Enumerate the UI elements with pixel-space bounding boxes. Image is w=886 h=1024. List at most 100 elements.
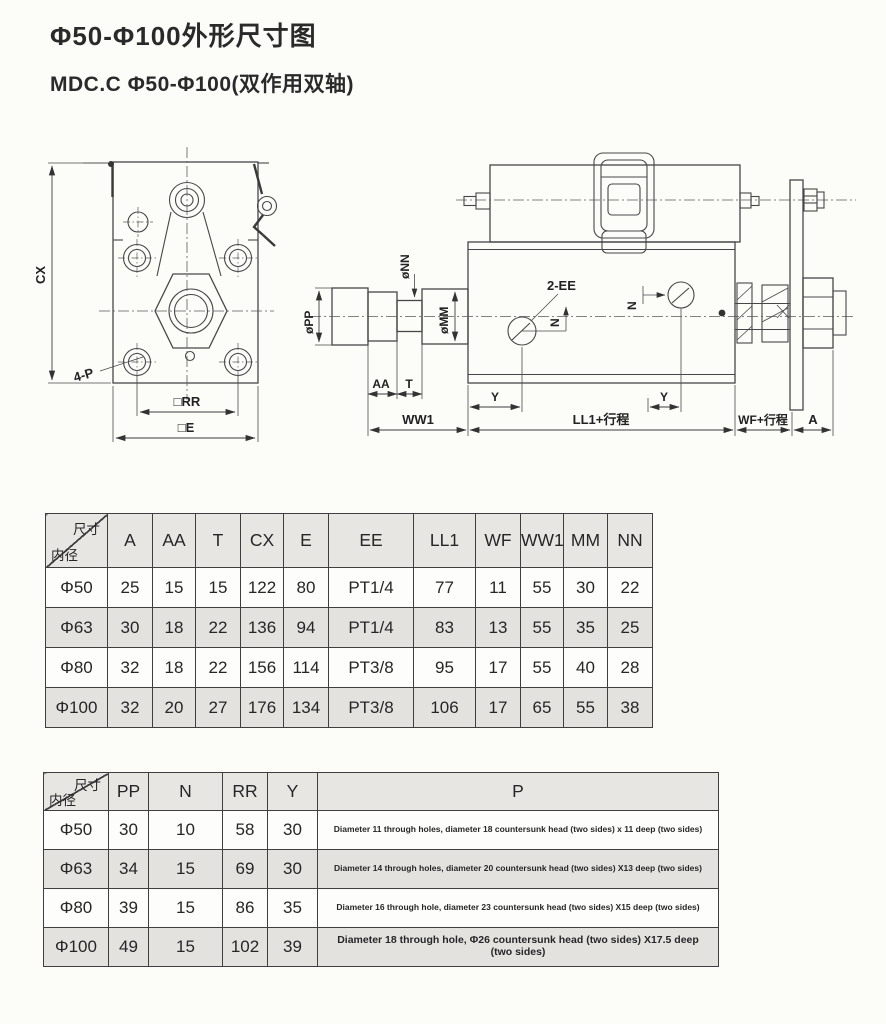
table-cell: PT1/4 (328, 567, 414, 608)
table-cell: 18 (152, 647, 196, 688)
rear-rod-assembly (735, 179, 847, 411)
table-cell: 35 (267, 888, 318, 928)
left-bolt (463, 192, 491, 210)
row-label: Φ100 (45, 687, 108, 728)
table-cell: 32 (107, 687, 153, 728)
table-cell: PT3/8 (328, 647, 414, 688)
table-cell: 15 (148, 849, 223, 889)
row-label: Φ100 (43, 927, 109, 967)
column-header: RR (222, 772, 268, 811)
clamp-arm (156, 181, 222, 277)
table-row: Φ63 34 15 69 30 Diameter 14 through hole… (43, 849, 719, 889)
table-cell: 30 (267, 849, 318, 889)
dimension-drawings: CX 4-P □RR □E (33, 147, 856, 442)
table-cell: 176 (240, 687, 284, 728)
dimension-table-mounting: 尺寸 内径 PP N RR Y P Φ50 30 10 58 30 Diamet… (43, 772, 719, 967)
table-cell: 58 (222, 810, 268, 850)
dimension-table-main: 尺寸 内径 A AA T CX E EE LL1 WF WW1 MM NN Φ5… (45, 513, 653, 728)
dim-label-mm: øMM (437, 307, 451, 334)
column-header: CX (240, 513, 284, 568)
table-cell: 17 (475, 687, 521, 728)
hole-spec-cell: Diameter 16 through hole, diameter 23 co… (317, 888, 719, 928)
column-header: T (195, 513, 241, 568)
table-cell: 17 (475, 647, 521, 688)
table-row: Φ80 32 18 22 156 114 PT3/8 95 17 55 40 2… (45, 647, 653, 688)
row-label: Φ50 (45, 567, 108, 608)
dim-label-ll1: LL1+行程 (573, 412, 630, 427)
column-header: EE (328, 513, 414, 568)
table-cell: 15 (152, 567, 196, 608)
dim-label-t: T (405, 377, 413, 391)
table-cell: 10 (148, 810, 223, 850)
dim-label-e: □E (178, 420, 195, 435)
hex-nut (802, 277, 834, 349)
table-header-row: 尺寸 内径 A AA T CX E EE LL1 WF WW1 MM NN (45, 513, 653, 568)
column-header: AA (152, 513, 196, 568)
table-cell: 86 (222, 888, 268, 928)
dim-ww1: WW1 (369, 412, 467, 434)
side-view: øNN øPP øMM 2-EE N N (302, 152, 856, 436)
corner-label-size: 尺寸 (74, 778, 101, 793)
right-bolt (739, 192, 760, 209)
dim-pp: øPP (302, 287, 332, 346)
dim-label-4p: 4-P (72, 365, 96, 385)
table-cell: 39 (108, 888, 149, 928)
table-row: Φ80 39 15 86 35 Diameter 16 through hole… (43, 888, 719, 928)
table-cell: 94 (283, 607, 329, 648)
table-cell: 55 (520, 567, 564, 608)
column-header: P (317, 772, 719, 811)
column-header: PP (108, 772, 149, 811)
corner-label-bore: 内径 (51, 548, 78, 563)
dim-aa-t: AA T (367, 377, 423, 398)
table-cell: 32 (107, 647, 153, 688)
table-cell: 18 (152, 607, 196, 648)
row-label: Φ80 (45, 647, 108, 688)
row-label: Φ50 (43, 810, 109, 850)
hole-spec-cell: Diameter 18 through hole, Φ26 countersun… (317, 927, 719, 967)
dim-a: A (793, 412, 832, 434)
pivot-dot (718, 309, 726, 317)
hole-spec-cell: Diameter 14 through holes, diameter 20 c… (317, 849, 719, 889)
table-cell: 83 (413, 607, 476, 648)
dim-label-n1: N (548, 318, 562, 327)
table-row: Φ50 30 10 58 30 Diameter 11 through hole… (43, 810, 719, 850)
dim-label-nn: øNN (398, 254, 412, 279)
center-hex-nut (154, 273, 228, 362)
mounting-plate (789, 179, 804, 411)
table-cell: 25 (107, 567, 153, 608)
table-cell: 30 (107, 607, 153, 648)
corner-label-bore: 内径 (49, 793, 76, 808)
dim-label-wf: WF+行程 (738, 412, 788, 427)
column-header: E (283, 513, 329, 568)
dim-wf-stroke: WF+行程 (736, 412, 791, 434)
dim-label-rr: □RR (174, 394, 201, 409)
table-cell: 39 (267, 927, 318, 967)
table-cell: 55 (563, 687, 608, 728)
table-cell: 30 (267, 810, 318, 850)
table-cell: 80 (283, 567, 329, 608)
corner-header-cell: 尺寸 内径 (43, 772, 109, 811)
table-cell: 69 (222, 849, 268, 889)
column-header: Y (267, 772, 318, 811)
table-cell: 13 (475, 607, 521, 648)
column-header: NN (607, 513, 653, 568)
dim-label-2ee: 2-EE (547, 278, 576, 293)
table-cell: 102 (222, 927, 268, 967)
table-row: Φ50 25 15 15 122 80 PT1/4 77 11 55 30 22 (45, 567, 653, 608)
row-label: Φ80 (43, 888, 109, 928)
table-cell: 38 (607, 687, 653, 728)
table-cell: 25 (607, 607, 653, 648)
table-cell: 122 (240, 567, 284, 608)
table-cell: 15 (195, 567, 241, 608)
dim-label-ww1: WW1 (402, 412, 434, 427)
page-title: Φ50-Φ100外形尺寸图 (50, 21, 317, 51)
table-cell: 134 (283, 687, 329, 728)
port-rear: N (625, 281, 695, 310)
column-header: WW1 (520, 513, 564, 568)
table-cell: 15 (148, 888, 223, 928)
dim-e: □E (112, 386, 259, 442)
dim-label-n2: N (625, 301, 639, 310)
table-cell: 11 (475, 567, 521, 608)
toggle-latch (593, 152, 655, 254)
table-header-row: 尺寸 内径 PP N RR Y P (43, 772, 719, 811)
